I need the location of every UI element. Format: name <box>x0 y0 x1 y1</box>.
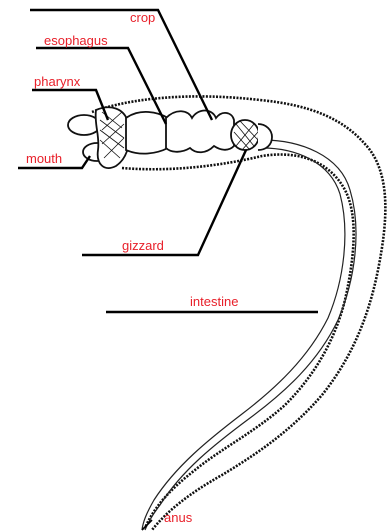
worm-body-lower-edge <box>122 154 354 528</box>
crop <box>166 111 234 153</box>
intestine-tube <box>142 140 356 530</box>
labels: crop esophagus pharynx mouth gizzard int… <box>26 10 238 525</box>
intestine-start <box>258 124 272 150</box>
label-esophagus: esophagus <box>44 33 108 48</box>
intestine-line-inner <box>142 148 345 530</box>
label-mouth: mouth <box>26 151 62 166</box>
head-region <box>68 107 130 168</box>
label-pharynx: pharynx <box>34 74 81 89</box>
label-crop: crop <box>130 10 155 25</box>
pharynx <box>96 107 130 168</box>
label-gizzard: gizzard <box>122 238 164 253</box>
esophagus <box>126 112 168 154</box>
crop-leader-line <box>30 10 212 120</box>
label-anus: anus <box>164 510 193 525</box>
label-intestine: intestine <box>190 294 238 309</box>
